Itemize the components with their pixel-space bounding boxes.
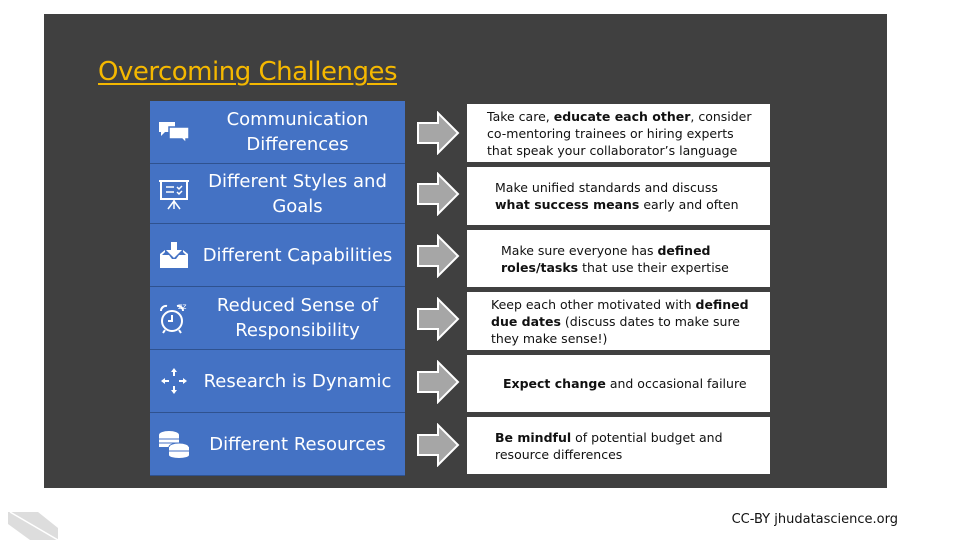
emphasis-text: defined roles/tasks	[501, 242, 711, 275]
solution-text: Keep each other motivated with defined d…	[491, 296, 756, 347]
speech-bubbles-icon	[150, 118, 198, 146]
challenge-item: Communication Differences	[150, 101, 405, 164]
arrow-right-icon	[416, 359, 460, 404]
challenge-label: Research is Dynamic	[203, 370, 392, 392]
emphasis-text: Be mindful	[495, 429, 572, 445]
arrow-right-icon	[416, 233, 460, 278]
solution-box: Be mindful of potential budget and resou…	[467, 417, 770, 474]
text-segment: , consider co-mentoring trainees or hiri…	[487, 108, 752, 158]
text-segment: Make unified standards and discuss	[495, 180, 718, 195]
challenge-label: Communication Differences	[226, 109, 369, 155]
alarm-clock-snooze-icon: zz	[150, 301, 198, 335]
logo-icon	[8, 511, 59, 540]
presentation-board-icon	[150, 177, 198, 211]
solution-box: Make sure everyone has defined roles/tas…	[467, 230, 770, 287]
challenge-label: Reduced Sense of Responsibility	[216, 295, 379, 341]
text-segment: Make sure everyone has	[501, 242, 658, 258]
solution-text: Be mindful of potential budget and resou…	[495, 429, 756, 463]
emphasis-text: Expect change	[503, 376, 606, 391]
slide-title: Overcoming Challenges	[98, 57, 398, 87]
arrow-right-icon	[416, 296, 460, 341]
challenge-item: Research is Dynamic	[150, 350, 405, 413]
solution-box: Take care, educate each other, consider …	[467, 104, 770, 162]
challenge-label: Different Capabilities	[202, 244, 393, 266]
text-segment: Take care,	[487, 108, 554, 124]
svg-text:zz: zz	[178, 302, 186, 311]
arrow-right-icon	[416, 110, 460, 155]
challenge-item: Different Styles and Goals	[150, 164, 405, 224]
emphasis-text: what success means	[495, 197, 640, 212]
text-segment: (discuss dates to make sure they make se…	[491, 313, 740, 346]
text-segment: early and often	[639, 197, 739, 212]
text-segment: that use their expertise	[578, 259, 729, 275]
footer-credit: CC-BY jhudatascience.org	[731, 512, 898, 527]
emphasis-text: defined due dates	[491, 296, 749, 329]
challenge-label: Different Resources	[209, 433, 386, 455]
move-arrows-icon	[150, 366, 198, 396]
arrow-right-icon	[416, 422, 460, 467]
solution-text: Make sure everyone has defined roles/tas…	[501, 242, 756, 276]
solution-text: Take care, educate each other, consider …	[487, 108, 756, 159]
text-segment: and occasional failure	[605, 376, 747, 391]
solution-box: Expect change and occasional failure	[467, 355, 770, 412]
inbox-download-icon	[150, 240, 198, 270]
text-segment: Keep each other motivated with	[491, 296, 696, 312]
challenge-item: Different Capabilities	[150, 224, 405, 287]
challenge-label: Different Styles and Goals	[208, 170, 387, 217]
solution-text: Expect change and occasional failure	[503, 375, 747, 392]
coins-icon	[150, 429, 198, 459]
challenge-item: Different Resources	[150, 413, 405, 476]
text-segment: of potential budget and resource differe…	[495, 429, 723, 462]
solution-box: Make unified standards and discuss what …	[467, 167, 770, 225]
challenge-item: zz Reduced Sense of Responsibility	[150, 287, 405, 350]
emphasis-text: educate each other	[553, 108, 691, 124]
solution-box: Keep each other motivated with defined d…	[467, 292, 770, 350]
solution-text: Make unified standards and discuss what …	[495, 179, 756, 213]
arrow-right-icon	[416, 171, 460, 217]
